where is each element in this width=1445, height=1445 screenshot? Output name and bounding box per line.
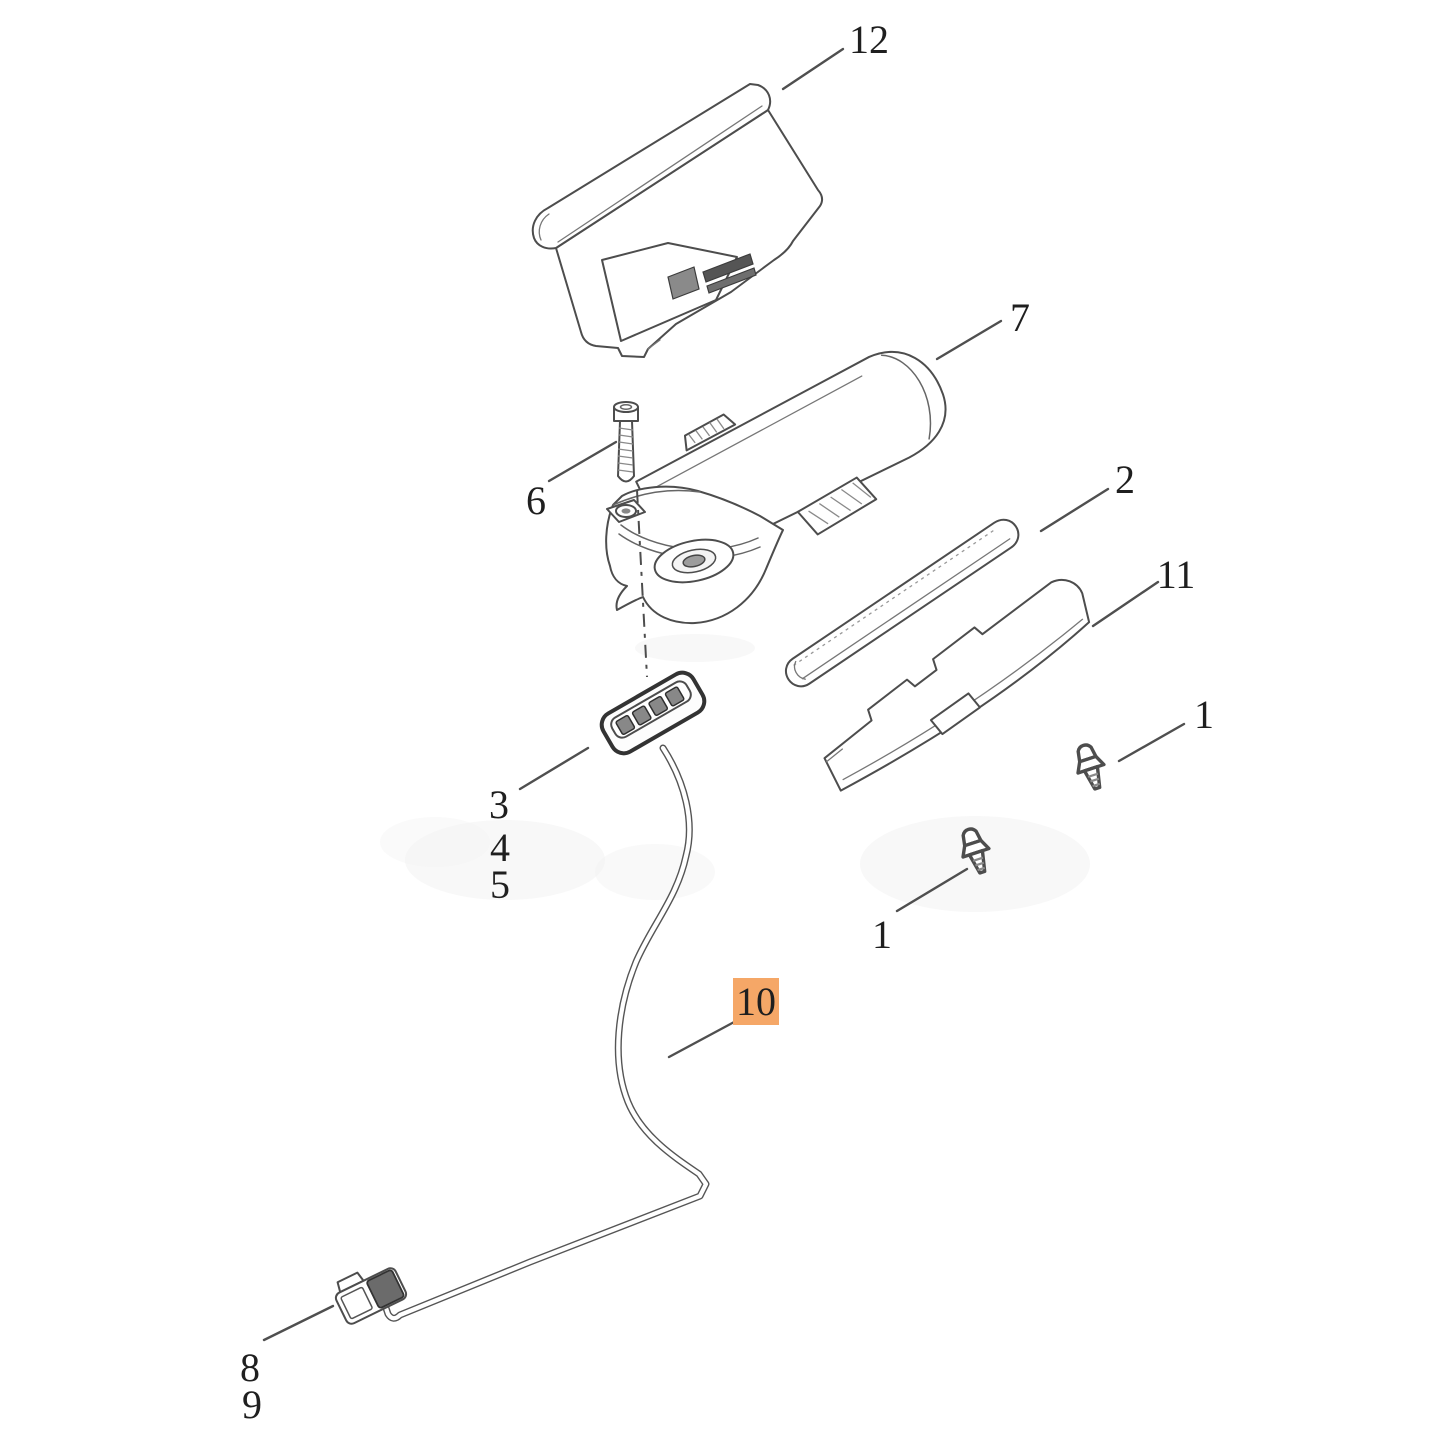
part-connector-8-9	[334, 1267, 408, 1325]
screw1a-threads	[1087, 772, 1101, 788]
callout-12-leader	[781, 47, 845, 91]
callout-6[interactable]: 6	[526, 478, 546, 523]
module-trip-button	[683, 413, 737, 452]
screw1b-flange	[961, 838, 991, 859]
part-trim-bezel-2	[784, 518, 1020, 688]
callout-12[interactable]: 12	[849, 17, 889, 62]
module-endcap-arc	[880, 354, 932, 440]
screw1a-flange	[1076, 754, 1106, 775]
callout-10-leader	[667, 1019, 738, 1059]
cover-lens-left-cap	[538, 213, 550, 241]
screw1a-tip	[1082, 764, 1102, 791]
cover-body-outline	[555, 109, 824, 358]
cover-latch-bar-2	[706, 267, 757, 294]
trim2-inner-line	[801, 538, 1011, 680]
screw1b-tip	[967, 848, 987, 875]
part-wire-harness-10	[379, 744, 710, 1322]
callout-4[interactable]: 4	[490, 825, 510, 870]
callout-7-leader	[935, 319, 1003, 361]
trim2-outline	[784, 518, 1020, 688]
callout-1-lower-leader	[895, 867, 969, 913]
callout-labels: 12 7 6 2 11 1 3 4 5 1 10 8 9	[240, 17, 1214, 1427]
callout-10-highlight[interactable]	[733, 978, 779, 1025]
watermark-smudges	[380, 634, 1090, 912]
clamp-screw-hole-inner	[621, 508, 631, 514]
callout-6-leader	[547, 440, 618, 483]
clamp-boss	[653, 538, 735, 584]
part-housing-cover-12	[531, 83, 824, 358]
callout-8[interactable]: 8	[240, 1345, 260, 1390]
callout-11-leader	[1091, 580, 1160, 628]
connector89-dark-block	[366, 1269, 405, 1309]
wire-core	[380, 745, 709, 1321]
trim11-clip	[929, 692, 981, 736]
connector345-pin-1	[615, 714, 636, 735]
cover-step-line	[647, 339, 661, 350]
screw1b-threads	[972, 856, 986, 872]
clamp-screw-hole	[615, 504, 637, 518]
trim11-step-line	[826, 748, 844, 763]
callout-2[interactable]: 2	[1115, 457, 1135, 502]
clamp-boss-hole	[682, 554, 706, 568]
callout-1-lower[interactable]: 1	[872, 912, 892, 957]
screw6-head-top	[613, 401, 639, 413]
cover-latch-clip	[667, 266, 700, 300]
module-lower-flange-hatch	[808, 482, 872, 525]
module-trip-button-knurl	[688, 418, 725, 444]
connector345-pin-4	[664, 686, 685, 707]
module-lower-flange	[796, 476, 878, 536]
part-trim-panel-11	[823, 578, 1091, 792]
callout-5[interactable]: 5	[490, 862, 510, 907]
callout-11[interactable]: 11	[1157, 552, 1196, 597]
part-connector-3-4-5	[599, 670, 707, 756]
cover-lens-inner-line	[557, 105, 763, 243]
connector345-pin-3	[648, 695, 669, 716]
trim11-outline	[823, 578, 1091, 792]
trim2-left-cap	[793, 660, 806, 680]
callout-9[interactable]: 9	[242, 1382, 262, 1427]
part-screw-1-lower	[961, 827, 991, 875]
callout-8-9-leader	[262, 1304, 335, 1342]
module-top-face-line	[647, 375, 863, 493]
leader-lines	[262, 47, 1186, 1342]
connector345-pin-2	[631, 705, 652, 726]
screw6-threads	[617, 427, 634, 473]
callout-2-leader	[1039, 487, 1110, 533]
part-mounting-clamp	[605, 485, 784, 625]
callout-3[interactable]: 3	[489, 782, 509, 827]
part-screw-6	[613, 401, 639, 483]
callout-1-right[interactable]: 1	[1194, 692, 1214, 737]
cover-latch-bar-1	[702, 253, 754, 283]
trim2-sparkle-top	[793, 528, 997, 666]
cover-lens-band	[531, 83, 772, 250]
callout-10[interactable]: 10	[736, 979, 776, 1024]
callout-3-leader	[518, 746, 590, 791]
callout-1-right-leader	[1117, 722, 1186, 763]
connector89-detail	[340, 1286, 373, 1320]
callout-7[interactable]: 7	[1010, 295, 1030, 340]
assembly-axis-dashed-line	[636, 489, 648, 678]
clamp-collar-line	[612, 489, 701, 506]
screw6-socket	[619, 404, 633, 410]
part-screw-1-upper	[1076, 743, 1106, 791]
